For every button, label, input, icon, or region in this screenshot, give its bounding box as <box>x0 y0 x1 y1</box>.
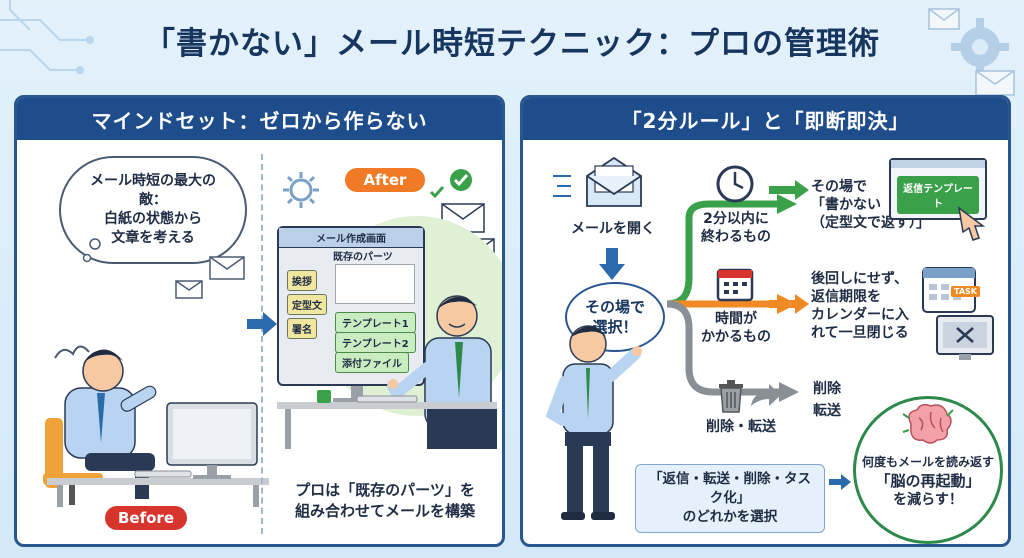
calendar-icon <box>716 268 754 302</box>
fast-result-line: 「書かない <box>811 197 881 213</box>
mindset-panel-header: マインドセット：ゼロから作らない <box>17 98 502 140</box>
pointing-person-illustration <box>545 325 642 520</box>
arrow-right-icon <box>769 180 809 200</box>
open-mail-label: メールを開く <box>571 221 655 237</box>
open-mail-icon <box>586 156 642 207</box>
thought-dots <box>82 238 101 263</box>
parts-title: 既存のパーツ <box>333 252 393 263</box>
clock-icon <box>716 165 754 203</box>
arrow-right-icon <box>829 474 851 490</box>
fast-label-line: 2分以内に <box>703 211 769 227</box>
brain-line: を減らす！ <box>893 492 963 508</box>
slow-result-line: カレンダーに入 <box>811 307 909 323</box>
compose-window-title: メール作成画面 <box>279 228 423 248</box>
envelope-icon <box>928 8 960 30</box>
closed-window-icon <box>936 315 994 360</box>
forward-arrow-icon <box>751 384 781 406</box>
arrow-right-icon <box>769 294 809 314</box>
check-icon <box>429 186 445 199</box>
mindset-caption: プロは「既存のパーツ」を 組み合わせてメールを構築 <box>265 480 502 522</box>
brain-icon <box>902 403 954 444</box>
slow-label-line: 時間が <box>715 311 757 327</box>
check-icon <box>450 169 472 191</box>
gear-icon <box>283 172 319 208</box>
envelope-icon <box>175 280 203 299</box>
select-action-box: 「返信・転送・削除・タスク化」 のどれかを選択 <box>635 464 825 533</box>
slow-label-line: かかるもの <box>701 329 771 345</box>
mindset-panel: マインドセット：ゼロから作らない メール時短の最大の敵： 白紙の状態から 文章を… <box>14 95 505 547</box>
brain-line: 「脳の再起動」 <box>875 472 981 490</box>
two-minute-rule-header: 「2分ルール」と「即断即決」 <box>523 98 1008 140</box>
trash-branch-result: 削除 転送 <box>813 380 873 420</box>
after-desk <box>277 390 497 449</box>
select-line: 「返信・転送・削除・タスク化」 <box>649 471 811 506</box>
thought-line: メール時短の最大の敵： <box>90 173 216 208</box>
trash-result-line: 転送 <box>813 403 841 419</box>
panel-divider <box>261 154 263 534</box>
stressed-person-illustration <box>43 345 269 507</box>
decide-line: その場で <box>584 298 645 316</box>
decide-line: 選択！ <box>592 318 638 336</box>
envelope-icon <box>209 256 245 280</box>
gear-icon <box>951 18 1009 76</box>
compose-lines <box>335 264 415 304</box>
slow-result-line: 返信期限を <box>811 289 881 305</box>
slow-result-line: れて一旦閉じる <box>811 325 909 341</box>
caption-line: プロは「既存のパーツ」を <box>295 481 475 499</box>
circuit-decoration <box>0 0 94 74</box>
arrow-down-icon <box>599 248 625 280</box>
motion-lines <box>553 175 571 197</box>
pointer-hand-icon <box>957 206 986 241</box>
trash-branch-label: 削除・転送 <box>706 419 776 435</box>
fast-result-line: その場で <box>811 179 867 195</box>
before-badge: Before <box>105 506 187 530</box>
after-badge: After <box>345 168 425 192</box>
select-line: のどれかを選択 <box>682 509 778 525</box>
page-title: 「書かない」メール時短テクニック：プロの管理術 <box>144 26 880 62</box>
task-tag: TASK <box>951 286 980 297</box>
thought-line: 文章を考える <box>111 230 195 246</box>
thought-line: 白紙の状態から <box>104 211 202 227</box>
arrow-right-icon <box>247 312 277 336</box>
trash-result-line: 削除 <box>813 381 841 397</box>
mail-compose-window: メール作成画面 既存のパーツ 挨拶 定型文 署名 テンプレート1 テンプレート2… <box>277 226 425 386</box>
fast-label-line: 終わるもの <box>701 229 771 245</box>
two-minute-rule-panel: 「2分ルール」と「即断即決」 メールを開く その場で 選択！ <box>520 95 1011 547</box>
caption-line: 組み合わせてメールを構築 <box>294 502 475 520</box>
template-window: 返信テンプレート <box>889 158 987 220</box>
template-window-bar <box>891 160 985 168</box>
reply-template-button[interactable]: 返信テンプレート <box>897 176 979 214</box>
trash-icon <box>719 380 743 413</box>
envelope-icon <box>975 70 1015 96</box>
calendar-icon <box>922 267 976 313</box>
fast-branch-label: 2分以内に 終わるもの <box>691 210 781 246</box>
part-tag-signature[interactable]: 署名 <box>287 318 317 339</box>
branch-arrows <box>666 194 799 402</box>
brain-text: 何度もメールを読み返す 「脳の再起動」 を減らす！ <box>851 454 1005 510</box>
slow-result-line: 後回しにせず、 <box>811 271 909 287</box>
brain-line: 何度もメールを読み返す <box>861 455 994 469</box>
part-tag-template[interactable]: 定型文 <box>287 294 327 315</box>
slow-branch-label: 時間が かかるもの <box>691 310 781 346</box>
attachment-button[interactable]: 添付ファイル <box>335 352 409 373</box>
slow-branch-result: 後回しにせず、 返信期限を カレンダーに入 れて一旦閉じる <box>811 270 931 342</box>
part-tag-greeting[interactable]: 挨拶 <box>287 270 317 291</box>
